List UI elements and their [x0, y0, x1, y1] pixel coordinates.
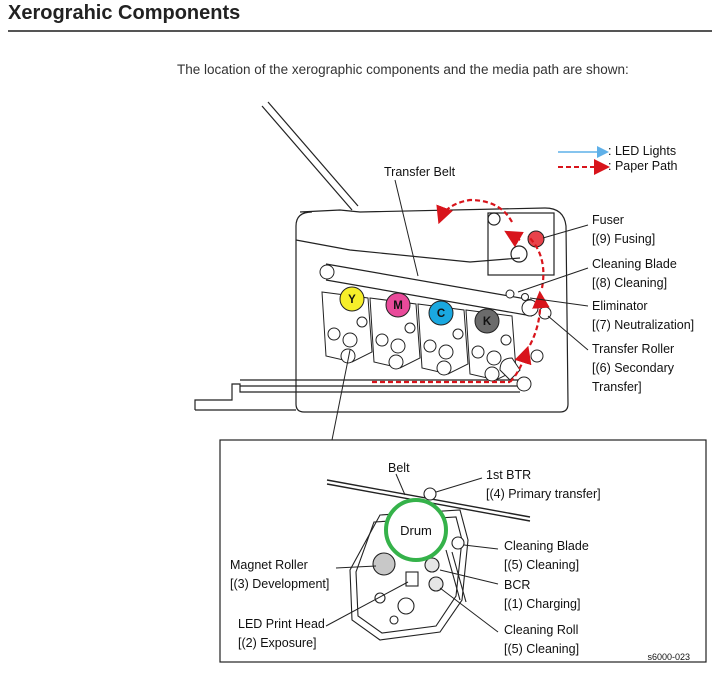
toner-k-label: K — [483, 316, 492, 328]
detail-btr-label: 1st BTR — [486, 468, 531, 482]
detail-bcr-label: BCR — [504, 578, 530, 592]
output-tray-line-2 — [267, 101, 359, 207]
cartridge-c — [417, 303, 469, 376]
detail-btr-step: [(4) Primary transfer] — [486, 487, 601, 501]
cartridge-m — [369, 297, 421, 370]
drum-black — [474, 308, 500, 334]
label-cleaning-blade: Cleaning Blade — [592, 257, 677, 271]
label-transfer-belt: Transfer Belt — [384, 165, 456, 179]
cleaning-blade-part — [505, 289, 515, 299]
label-eliminator: Eliminator — [592, 299, 648, 313]
paper-path — [372, 198, 550, 384]
belt-top — [325, 263, 533, 301]
detail-cleaning-roll-step: [(5) Cleaning] — [504, 642, 579, 656]
detail-leader-lines — [325, 473, 499, 633]
legend-led-label: : LED Lights — [608, 144, 676, 158]
title-rule — [8, 30, 712, 32]
legend-paper-path-label: : Paper Path — [608, 159, 678, 173]
belt-bottom — [325, 279, 533, 317]
detail-cleaning-roll-label: Cleaning Roll — [504, 623, 578, 637]
detail-magnet-roller-step: [(3) Development] — [230, 577, 329, 591]
fuser-pressure-roller — [510, 245, 528, 263]
btr-roller — [423, 487, 437, 501]
detail-magnet-roller-label: Magnet Roller — [230, 558, 308, 572]
bcr-roller — [424, 557, 440, 573]
printer-body — [194, 101, 569, 413]
toner-y-label: Y — [348, 294, 356, 306]
eliminator-part — [521, 293, 529, 301]
top-inner-line — [295, 239, 521, 263]
label-transfer-roller-step-1: [(6) Secondary — [592, 361, 675, 375]
detail-cleaning-blade-label: Cleaning Blade — [504, 539, 589, 553]
detail-labels: Belt 1st BTR [(4) Primary transfer] Magn… — [230, 461, 601, 656]
cleaning-roll — [428, 576, 444, 592]
led-head-body — [405, 571, 419, 587]
label-eliminator-step: [(7) Neutralization] — [592, 318, 694, 332]
drum-magenta — [385, 292, 411, 318]
belt-left-roller — [319, 264, 335, 280]
page-title: Xerograhic Components — [8, 2, 241, 24]
printer-labels: Transfer Belt Fuser [(9) Fusing] Cleanin… — [384, 165, 694, 394]
detail-cartridge-inner — [355, 516, 463, 634]
fuser-small-roller — [487, 212, 501, 226]
label-transfer-roller-step-2: Transfer] — [592, 380, 642, 394]
detail-drum-label: Drum — [400, 523, 432, 538]
output-tray-line — [261, 105, 353, 211]
toner-m-label: M — [393, 300, 403, 312]
figure-id: s6000-023 — [647, 652, 690, 662]
detail-led-print-head-step: [(2) Exposure] — [238, 636, 317, 650]
label-fuser: Fuser — [592, 213, 624, 227]
magnet-roller — [372, 552, 396, 576]
drum-ring — [384, 498, 448, 562]
page-subtitle: The location of the xerographic componen… — [177, 62, 629, 77]
cartridge-y — [321, 291, 373, 364]
label-transfer-roller: Transfer Roller — [592, 342, 674, 356]
leader-lines — [331, 179, 589, 441]
label-cleaning-blade-step: [(8) Cleaning] — [592, 276, 667, 290]
toner-c-label: C — [437, 308, 445, 320]
printer-outline — [295, 207, 569, 413]
detail-cleaning-blade-step: [(5) Cleaning] — [504, 558, 579, 572]
drum-yellow — [339, 286, 365, 312]
belt-right-roller — [521, 299, 539, 317]
legend: : LED Lights : Paper Path — [558, 144, 678, 175]
drum-cyan — [428, 300, 454, 326]
label-fuser-step: [(9) Fusing] — [592, 232, 655, 246]
detail-belt-label: Belt — [388, 461, 410, 475]
detail-led-print-head-label: LED Print Head — [238, 617, 325, 631]
detail-bcr-step: [(1) Charging] — [504, 597, 580, 611]
cleaning-blade-roller — [451, 536, 465, 550]
fuser-housing — [487, 212, 555, 276]
paper-tray — [194, 383, 520, 410]
